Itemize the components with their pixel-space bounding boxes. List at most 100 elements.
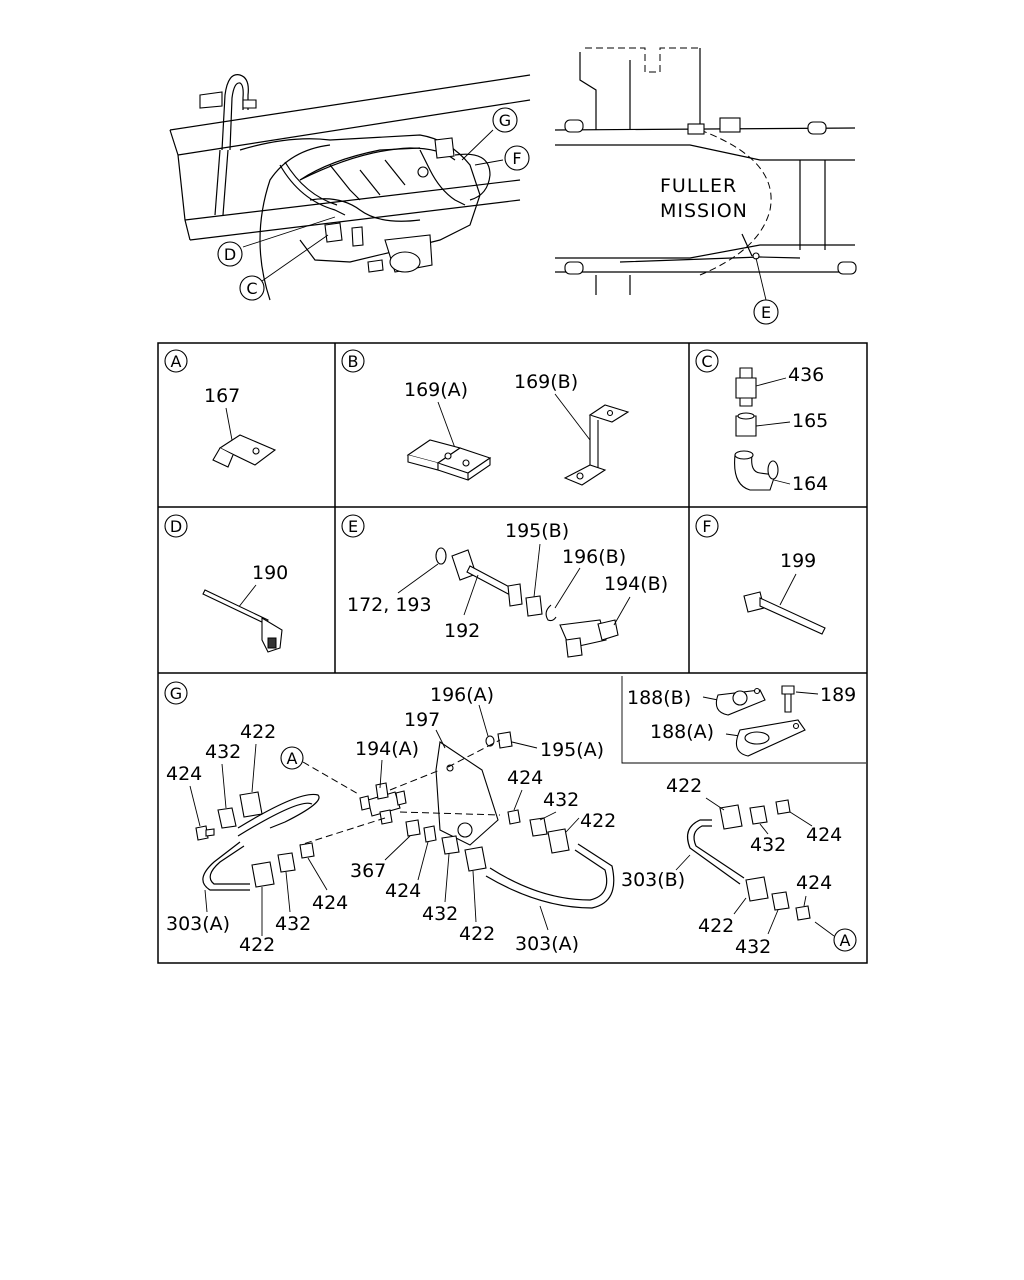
panel-D: D 190 (164, 514, 288, 653)
panel-E-letter-circle (341, 514, 365, 538)
panel-C-letter: C (701, 352, 712, 371)
part-label-424-right: 424 (806, 824, 842, 846)
part-label-424-left: 424 (166, 763, 202, 785)
part-label-196B: 196(B) (562, 546, 626, 568)
panel-E-letter: E (348, 517, 358, 536)
mission-overview-illustration: FULLER MISSION E (554, 47, 857, 325)
part-label-432-low: 432 (422, 903, 458, 925)
part-label-432-right: 432 (750, 834, 786, 856)
bolt-424-right (775, 799, 791, 815)
part-label-303A-mid: 303(A) (515, 933, 579, 955)
part-label-303B: 303(B) (621, 869, 685, 891)
part-label-432-mid: 432 (543, 789, 579, 811)
nut-422-bottom-left (251, 861, 275, 888)
part-label-188A: 188(A) (650, 721, 714, 743)
panel-D-letter: D (170, 517, 182, 536)
callout-F-label: F (512, 149, 521, 168)
callout-D-label: D (224, 245, 236, 264)
mission-title-line1: FULLER (660, 175, 737, 197)
callout-D (217, 241, 243, 267)
part-label-172-193: 172, 193 (347, 594, 432, 616)
part-label-422-left: 422 (240, 721, 276, 743)
panel-A: A 167 (164, 349, 277, 468)
part-label-432-right-low: 432 (735, 936, 771, 958)
bolt-192 (466, 565, 516, 597)
part-label-367: 367 (350, 860, 386, 882)
part-label-169A: 169(A) (404, 379, 468, 401)
panel-E: E 195(B) 196(B) 194(B) 172, 193 192 (341, 514, 668, 658)
part-label-432-left: 432 (205, 741, 241, 763)
part-label-195B: 195(B) (505, 520, 569, 542)
nut-422-low (464, 846, 487, 872)
bolt-424-bottom-left (299, 842, 315, 859)
part-label-303A-left: 303(A) (166, 913, 230, 935)
part-label-188B: 188(B) (627, 687, 691, 709)
part-label-422-low: 422 (459, 923, 495, 945)
washer-172-193 (435, 547, 447, 565)
callout-C (239, 275, 265, 301)
callout-G (492, 107, 518, 133)
bolt-424-left (195, 825, 209, 841)
panel-C-letter-circle (695, 349, 719, 373)
part-label-422-mid: 422 (580, 810, 616, 832)
detail-grid (157, 342, 868, 964)
panel-G-letter-circle (164, 681, 188, 705)
clip-188A (735, 719, 806, 757)
part-label-169B: 169(B) (514, 371, 578, 393)
part-label-164: 164 (792, 473, 828, 495)
panel-F: F 199 (695, 514, 826, 635)
sleeve-432-low (441, 835, 460, 855)
washer-367 (405, 819, 421, 837)
mission-title-line2: MISSION (660, 200, 748, 222)
callout-G-label: G (499, 111, 511, 130)
nut-422-right-low (745, 876, 769, 902)
engine-overview-illustration: G F D C (169, 74, 531, 301)
part-label-190: 190 (252, 562, 288, 584)
ref-circle-A-right (833, 928, 857, 952)
nut-195A (497, 731, 513, 749)
bolt-424-low (423, 825, 437, 843)
part-label-422-bottom-left: 422 (239, 934, 275, 956)
fitting-436 (735, 377, 757, 399)
callout-F (504, 145, 530, 171)
part-label-167: 167 (204, 385, 240, 407)
panel-G-letter: G (170, 684, 182, 703)
nut-422-left (239, 791, 263, 818)
part-label-424-low: 424 (385, 880, 421, 902)
panel-B-letter: B (348, 352, 359, 371)
nut-422-right (719, 804, 743, 830)
callout-C-label: C (246, 279, 257, 298)
sleeve-432-bottom-left (277, 852, 296, 873)
callout-E (753, 299, 779, 325)
bolt-424-mid (507, 809, 521, 825)
sleeve-432-left (217, 807, 237, 829)
part-label-195A: 195(A) (540, 739, 604, 761)
bracket-167 (218, 434, 277, 466)
sleeve-432-mid (529, 817, 548, 837)
panel-D-letter-circle (164, 514, 188, 538)
sleeve-432-right (749, 805, 768, 825)
part-label-422-right: 422 (666, 775, 702, 797)
sleeve-432-right-low (771, 891, 790, 911)
nut-195B (525, 595, 543, 617)
part-label-192: 192 (444, 620, 480, 642)
cable-tie-190 (202, 589, 269, 625)
part-label-189: 189 (820, 684, 856, 706)
part-label-424-mid: 424 (507, 767, 543, 789)
panel-F-letter: F (702, 517, 711, 536)
ref-circle-A-left (280, 746, 304, 770)
callout-E-label: E (761, 303, 771, 322)
part-label-199: 199 (780, 550, 816, 572)
part-label-436: 436 (788, 364, 824, 386)
ref-circle-A-left-label: A (287, 749, 298, 768)
bolt-189 (781, 685, 795, 695)
part-label-194A: 194(A) (355, 738, 419, 760)
nut-422-mid (547, 828, 570, 854)
part-label-424-right-low: 424 (796, 872, 832, 894)
part-label-422-right-low: 422 (698, 915, 734, 937)
panel-A-letter: A (171, 352, 182, 371)
part-label-432-bottom-left: 432 (275, 913, 311, 935)
panel-B: B 169(A) 169(B) (341, 349, 630, 486)
panel-G: G 188(B) 189 188(A) 196(A) 197 195(A) 19… (164, 676, 866, 958)
